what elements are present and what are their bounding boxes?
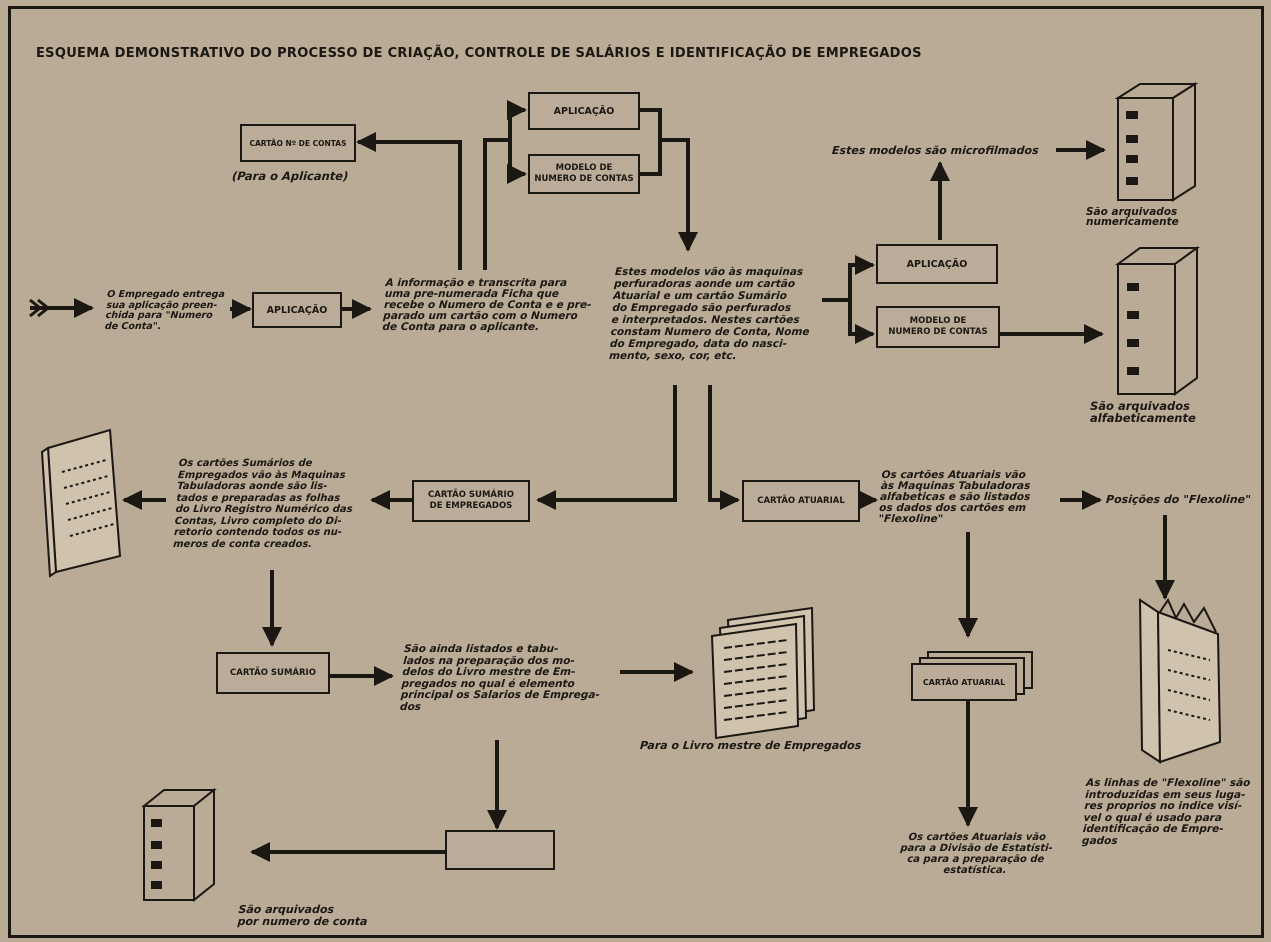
box-cartao-sumario: CARTÃO SUMÁRIO — [216, 652, 330, 694]
text-arquivados-conta: São arquivados por numero de conta — [237, 903, 368, 928]
text-livro-mestre: Para o Livro mestre de Empregados — [639, 739, 862, 752]
box-empty — [445, 830, 555, 870]
box-modelo-right: MODELO DE NUMERO DE CONTAS — [876, 306, 1000, 348]
line-informacao-up — [356, 132, 462, 270]
livro-mestre-pages-icon — [710, 606, 816, 740]
text-modelos-maquinas: Estes modelos vão às maquinas perfurador… — [608, 266, 810, 362]
text-linhas-flexoline: As linhas de "Flexoline" são introduzida… — [1081, 777, 1251, 847]
text-cartoes-atuariais-flexoline: Os cartões Atuariais vão às Maquinas Tab… — [878, 469, 1031, 525]
diagram-frame — [8, 6, 1264, 938]
arrow-entry-feather — [29, 298, 51, 318]
box-cartao-atuarial: CARTÃO ATUARIAL — [742, 480, 860, 522]
cabinet-top-icon — [1114, 82, 1199, 202]
livro-registro-icon — [40, 428, 122, 578]
box-cartao-contas: CARTÃO Nº DE CONTAS — [240, 124, 356, 162]
line-to-top-boxes — [483, 100, 527, 270]
text-informacao-transcrita: A informação e transcrita para uma pre-n… — [382, 277, 592, 333]
text-cartoes-atuariais-estatistica: Os cartões Atuariais vão para a Divisão … — [900, 832, 1054, 876]
text-ainda-listados: São ainda listados e tabu- lados na prep… — [399, 643, 601, 713]
text-arquivados-numericamente: São arquivados numericamente — [1086, 206, 1179, 228]
indice-visivel-icon — [1138, 597, 1222, 764]
box-aplicacao-right: APLICAÇÃO — [876, 244, 998, 284]
text-posicoes-flexoline: Posições do "Flexoline" — [1105, 493, 1252, 506]
text-arquivados-alfabeticamente: São arquivados alfabeticamente — [1090, 399, 1196, 425]
line-top-boxes-merge — [640, 108, 698, 252]
line-down-to-atuarial — [708, 385, 740, 510]
line-to-modelo-top — [507, 140, 527, 184]
box-aplicacao-left: APLICAÇÃO — [252, 292, 342, 328]
text-empregado-entrega: O Empregado entrega sua aplicação preen-… — [104, 289, 226, 332]
cabinet-middle-icon — [1114, 246, 1201, 396]
text-cartoes-sumarios: Os cartões Sumários de Empregados vão às… — [172, 458, 353, 550]
text-microfilmados: Estes modelos são microfilmados — [831, 144, 1040, 157]
box-modelo-top: MODELO DE NUMERO DE CONTAS — [528, 154, 640, 194]
box-aplicacao-top: APLICAÇÃO — [528, 92, 640, 130]
line-to-right-boxes — [822, 255, 875, 302]
cabinet-bottom-icon — [141, 787, 217, 903]
atuarial-stack-icon — [911, 651, 1033, 701]
box-cartao-sumario-empregados: CARTÃO SUMÁRIO DE EMPREGADOS — [412, 480, 530, 522]
diagram-title: ESQUEMA DEMONSTRATIVO DO PROCESSO DE CRI… — [36, 46, 922, 61]
line-down-to-sumario-emp — [536, 385, 677, 510]
box-cartao-atuarial-stack: CARTÃO ATUARIAL — [922, 677, 1006, 687]
text-para-aplicante: (Para o Aplicante) — [231, 169, 349, 183]
